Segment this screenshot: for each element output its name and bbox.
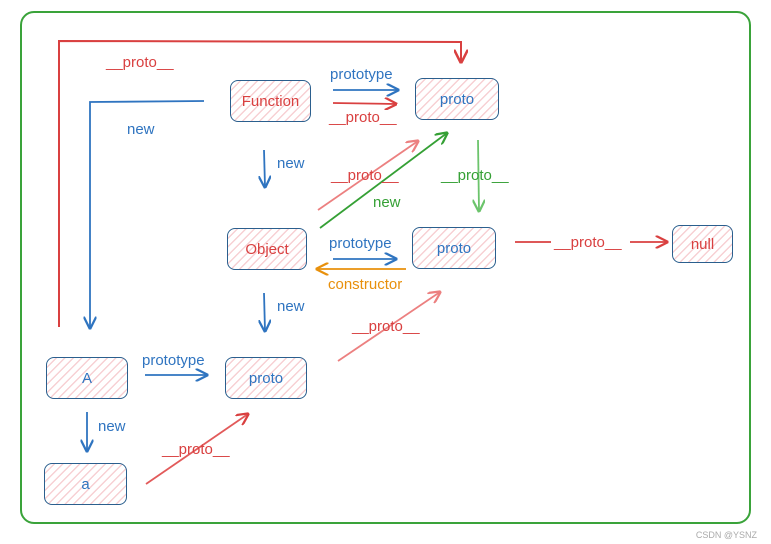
node-a-proto: proto [225, 357, 307, 399]
label-object-proto-to-null: __proto__ [554, 234, 622, 251]
edge-object-new-a-proto [264, 292, 265, 331]
label-function-new-object: new [277, 155, 305, 172]
edge-function-proto-link [332, 103, 396, 104]
label-object-new-a-proto: new [277, 298, 305, 315]
label-object-constructor: constructor [328, 276, 403, 293]
edge-instance-to-a-proto [145, 414, 248, 485]
edge-a-to-function-proto [58, 39, 461, 327]
label-object-prototype: prototype [329, 235, 392, 252]
label-instance-to-a-proto: __proto__ [162, 441, 230, 458]
label-a-proto-to-object-proto: __proto__ [352, 318, 420, 335]
node-null: null [672, 225, 733, 263]
node-a-constructor: A [46, 357, 128, 399]
watermark: CSDN @YSNZ [695, 530, 757, 540]
label-function-new-a: new [127, 121, 155, 138]
node-function-label: Function [241, 92, 300, 110]
node-object-label: Object [245, 240, 289, 258]
node-function-proto: proto [415, 78, 499, 120]
node-function-proto-label: proto [439, 90, 475, 108]
edge-a-proto-to-object-proto [337, 292, 440, 362]
edge-object-proto-to-function-proto [317, 141, 418, 211]
node-object: Object [227, 228, 307, 270]
edge-object-new-function-proto [319, 133, 447, 229]
node-object-proto-label: proto [436, 239, 472, 257]
label-a-prototype: prototype [142, 352, 205, 369]
edge-function-new-object [264, 149, 265, 187]
label-function-proto-link: __proto__ [329, 109, 397, 126]
node-a-instance: a [44, 463, 127, 505]
label-a-to-function-proto: __proto__ [106, 54, 174, 71]
label-object-proto-to-function-proto: __proto__ [331, 167, 399, 184]
node-object-proto: proto [412, 227, 496, 269]
node-a-proto-label: proto [248, 369, 284, 387]
diagram-frame [20, 11, 751, 524]
node-null-label: null [690, 235, 715, 253]
node-a-instance-label: a [81, 475, 90, 493]
node-function: Function [230, 80, 311, 122]
edge-function-proto-to-object-proto [478, 139, 479, 211]
label-object-new-function-proto: new [373, 194, 401, 211]
label-a-new-instance: new [98, 418, 126, 435]
label-function-prototype: prototype [330, 66, 393, 83]
edge-function-new-a [90, 100, 205, 328]
label-function-proto-to-object-proto: __proto__ [441, 167, 509, 184]
node-a-constructor-label: A [81, 369, 92, 387]
